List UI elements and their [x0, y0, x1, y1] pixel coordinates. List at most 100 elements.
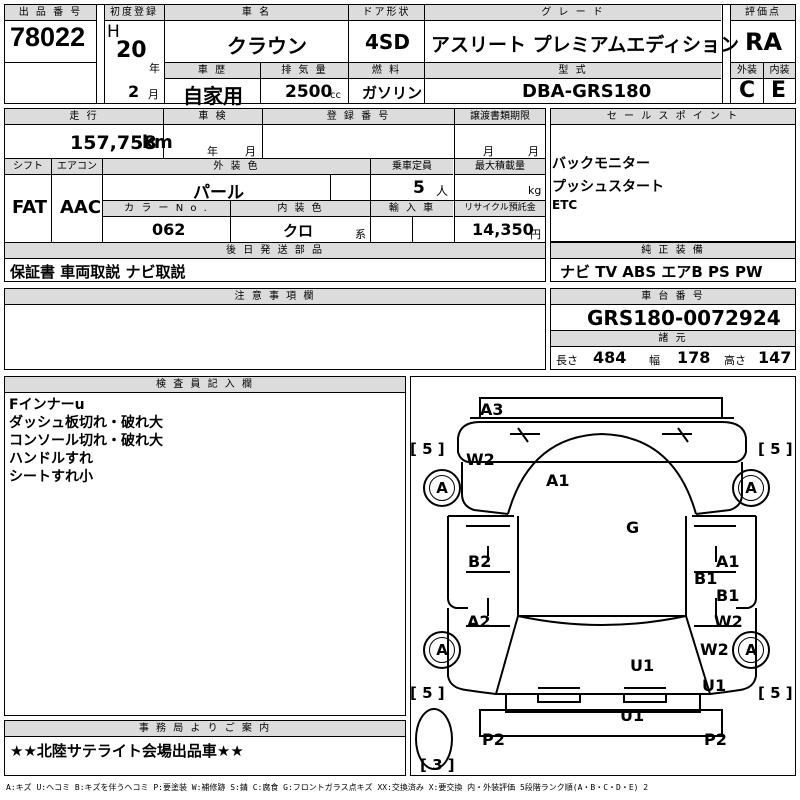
shift: FAT [12, 197, 48, 218]
displacement-header: 排 気 量 [261, 63, 348, 79]
recycle-header: リサイクル預託金 [455, 201, 545, 217]
front-right-tire: A [732, 469, 770, 507]
car-outline [447, 397, 757, 737]
tread-bracket-spare: [ 3 ] [420, 756, 455, 774]
mark-b2: B2 [468, 552, 492, 571]
load-header: 最大積載量 [455, 159, 545, 175]
mileage-unit: km [142, 132, 173, 153]
sales-point: プッシュスタート [552, 179, 664, 195]
later-header: 後 日 発 送 部 品 [5, 243, 545, 259]
mark-w2-right: W2 [714, 612, 743, 631]
equipment-header: 純 正 装 備 [551, 243, 795, 259]
rear-left-tire-mark: A [429, 637, 455, 663]
history: 自家用 [183, 84, 243, 108]
front-left-tire-mark: A [429, 475, 455, 501]
load-unit: kg [528, 184, 542, 197]
transfer-header: 譲渡書類期限 [455, 109, 545, 125]
mark-w2-left: W2 [466, 450, 495, 469]
front-right-tire-mark: A [738, 475, 764, 501]
car-name: クラウン [227, 34, 307, 58]
tread-bracket-rl: [ 5 ] [410, 684, 445, 702]
mileage: 157,758 [70, 132, 157, 154]
reg-month: 2 [128, 82, 140, 101]
inspector-line: シートすれ小 [9, 469, 93, 485]
rear-left-tire: A [423, 631, 461, 669]
sales-point: ETC [552, 198, 578, 212]
capacity: 5 [413, 178, 425, 198]
era-letter: H [107, 22, 120, 42]
color-no-header: カ ラ ー N o . [103, 201, 230, 217]
mark-p2-left: P2 [482, 730, 505, 749]
grade: アスリート プレミアムエディション [431, 34, 739, 56]
spare-tire [415, 708, 453, 770]
capacity-unit: 人 [436, 184, 449, 198]
inspector-line: ダッシュ板切れ・破れ大 [9, 415, 163, 431]
plate-header: 登 録 番 号 [263, 109, 454, 125]
equipment: ナビ TV ABS エアB PS PW [560, 263, 763, 281]
chassis-number: GRS180-0072924 [587, 306, 781, 330]
office-header: 事 務 局 よ り ご 案 内 [5, 721, 405, 737]
mark-a3: A3 [480, 400, 504, 419]
later-parts: 保証書 車両取説 ナビ取説 [10, 263, 186, 281]
length: 484 [593, 348, 627, 367]
sales-points-box [550, 108, 796, 242]
color-header: 外 装 色 [103, 159, 370, 175]
office-text: ★★北陸サテライト会場出品車★★ [10, 742, 244, 760]
mileage-header: 走 行 [5, 109, 163, 125]
rear-right-tire: A [732, 631, 770, 669]
mark-g: G [626, 518, 640, 537]
inspection-year-unit: 年 [207, 145, 218, 158]
inspector-line: ハンドルすれ [9, 451, 93, 467]
mark-a1-right: A1 [716, 552, 740, 571]
door-header: ドア形状 [349, 5, 424, 21]
sales-header: セ ー ル ス ポ イ ン ト [551, 109, 795, 125]
interior-header: 内装 [764, 63, 795, 79]
int-color-header: 内 装 色 [231, 201, 370, 217]
fuel: ガソリン [362, 84, 423, 102]
mark-u1: U1 [620, 706, 645, 725]
sales-point: バックモニター [552, 156, 650, 172]
int-color-unit: 系 [355, 228, 366, 241]
inspection-header: 車 検 [164, 109, 262, 125]
int-color: クロ [283, 222, 314, 240]
legend: A:キズ U:ヘコミ B:キズを伴うヘコミ P:要塗装 W:補修跡 S:錆 C:… [6, 783, 649, 792]
tread-bracket-fl: [ 5 ] [410, 440, 445, 458]
reg-year: 20 [116, 38, 147, 63]
tread-bracket-rr: [ 5 ] [758, 684, 793, 702]
interior-grade: E [771, 78, 787, 103]
transfer-day-unit: 月 [528, 145, 539, 158]
mark-a2: A2 [467, 612, 491, 631]
chassis-header: 車 台 番 号 [551, 289, 795, 305]
mark-b1: B1 [716, 586, 740, 605]
mark-w2-right: W2 [700, 640, 729, 659]
rear-right-tire-mark: A [738, 637, 764, 663]
mark-u1: U1 [630, 656, 655, 675]
recycle: 14,350 [472, 220, 534, 239]
capacity-header: 乗車定員 [371, 159, 453, 175]
displacement-unit: cc [330, 90, 341, 101]
exterior-grade: C [739, 78, 756, 103]
inspector-box [4, 376, 406, 716]
lot-number-header: 出 品 番 号 [5, 5, 96, 21]
car-name-header: 車 名 [165, 5, 348, 21]
score-header: 評価点 [731, 5, 795, 21]
history-header: 車 歴 [165, 63, 260, 79]
inspector-line: Fインナーu [9, 397, 85, 413]
ac: AAC [60, 197, 102, 218]
exterior-header: 外装 [731, 63, 763, 79]
width-label: 幅 [649, 354, 660, 367]
tread-bracket-fr: [ 5 ] [758, 440, 793, 458]
mark-a1-top: A1 [546, 471, 570, 490]
inspector-line: コンソール切れ・破れ大 [9, 433, 163, 449]
notes-header: 注 意 事 項 欄 [5, 289, 545, 305]
length-label: 長さ [556, 354, 578, 367]
transfer-month-unit: 月 [483, 145, 494, 158]
height-label: 高さ [724, 354, 746, 367]
model: DBA-GRS180 [522, 81, 652, 102]
displacement: 2500 [285, 82, 333, 102]
inspector-header: 検 査 員 記 入 欄 [5, 377, 405, 393]
first-reg-header: 初度登録 [104, 5, 164, 21]
mark-p2-right: P2 [704, 730, 727, 749]
lot-number: 78022 [10, 22, 86, 52]
year-unit: 年 [149, 62, 160, 75]
